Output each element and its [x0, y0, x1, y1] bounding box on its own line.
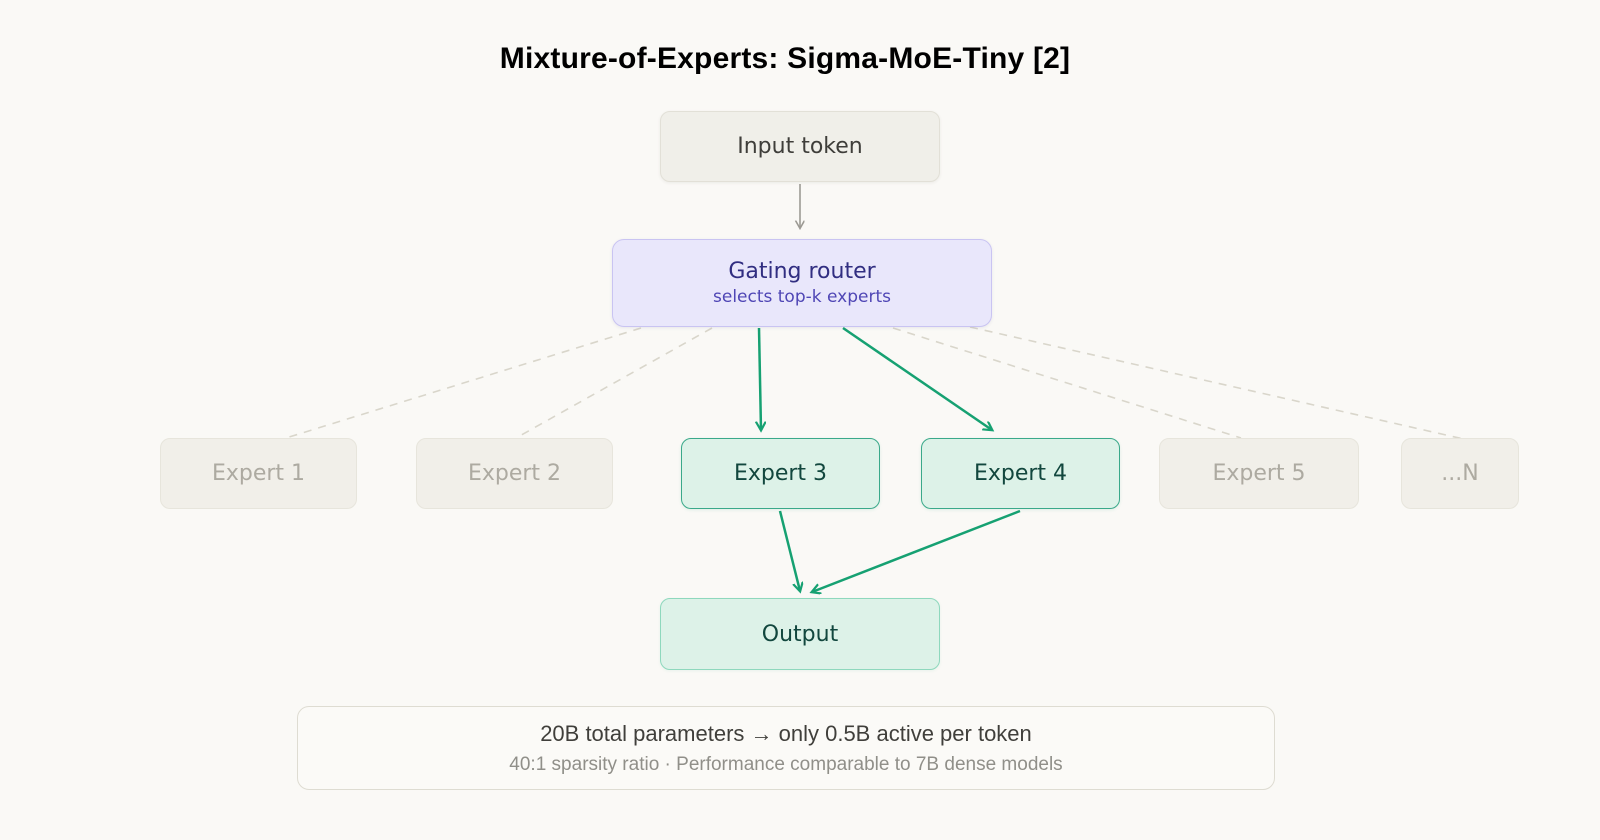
edge-router-to-expert-4 — [842, 326, 992, 430]
diagram-title: Mixture-of-Experts: Sigma-MoE-Tiny [2] — [499, 42, 1071, 75]
node-expert-1: Expert 1 — [160, 438, 357, 509]
node-expert-2: Expert 2 — [416, 438, 613, 509]
summary-sparsity-line: 40:1 sparsity ratio · Performance compar… — [509, 753, 1063, 775]
node-expert-3: Expert 3 — [681, 438, 880, 509]
edge-router-to-expert-n — [969, 326, 1469, 441]
node-expert-4: Expert 4 — [921, 438, 1120, 509]
gating-router-label: Gating router — [728, 259, 876, 284]
expert-4-label: Expert 4 — [973, 461, 1068, 486]
expert-5-label: Expert 5 — [1212, 461, 1306, 486]
input-token-label: Input token — [737, 134, 863, 159]
node-expert-n: ...N — [1401, 438, 1519, 509]
expert-1-label: Expert 1 — [211, 461, 306, 486]
summary-parameters-line: 20B total parameters → only 0.5B active … — [540, 720, 1032, 746]
edge-router-to-expert-1 — [285, 327, 642, 439]
output-label: Output — [761, 621, 839, 647]
node-input-token: Input token — [660, 111, 940, 182]
gating-router-sublabel: selects top-k experts — [713, 287, 891, 307]
node-output: Output — [660, 598, 940, 670]
edge-expert-3-to-output — [778, 510, 800, 591]
node-gating-router: Gating router selects top-k experts — [612, 239, 992, 327]
expert-2-label: Expert 2 — [467, 461, 562, 486]
edge-router-to-expert-5 — [892, 327, 1242, 439]
expert-n-label: ...N — [1441, 461, 1479, 486]
edge-router-to-expert-2 — [515, 327, 713, 439]
edge-expert-4-to-output — [812, 509, 1021, 592]
node-expert-5: Expert 5 — [1159, 438, 1359, 509]
expert-3-label: Expert 3 — [733, 461, 828, 486]
summary-panel: 20B total parameters → only 0.5B active … — [297, 706, 1275, 790]
edge-router-to-expert-3 — [759, 327, 761, 430]
